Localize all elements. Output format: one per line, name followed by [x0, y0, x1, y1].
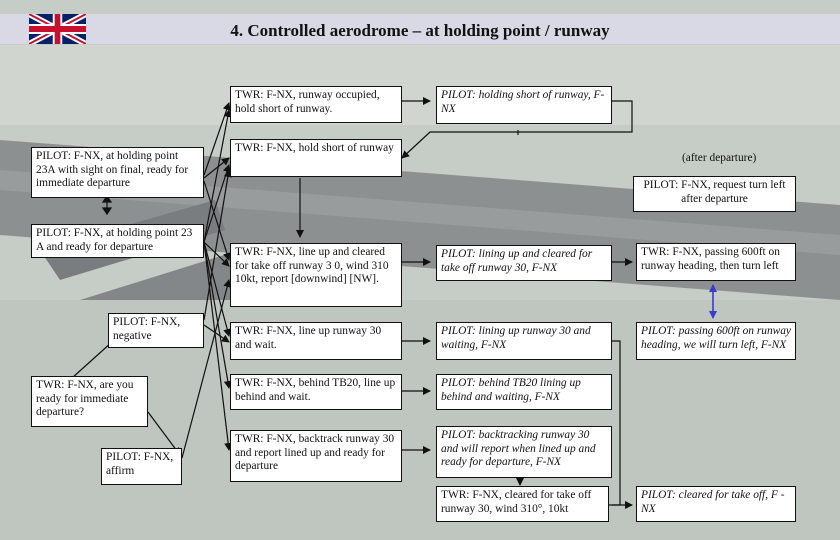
twr-hold-short-box: TWR: F-NX, hold short of runway — [230, 139, 402, 177]
uk-flag-icon — [29, 14, 86, 44]
twr-runway-occupied-box: TWR: F-NX, runway occupied, hold short o… — [230, 86, 402, 123]
twr-line-up-wait-box: TWR: F-NX, line up runway 30 and wait. — [230, 322, 402, 360]
twr-passing-600-box: TWR: F-NX, passing 600ft on runway headi… — [636, 243, 796, 281]
twr-behind-tb20-box: TWR: F-NX, behind TB20, line up behind a… — [230, 374, 402, 410]
twr-line-up-cleared-box: TWR: F-NX, line up and cleared for take … — [230, 243, 402, 307]
twr-cleared-takeoff-box: TWR: F-NX, cleared for take off runway 3… — [436, 486, 609, 522]
after-departure-label: (after departure) — [682, 152, 757, 164]
pilot-holding-short-box: PILOT: holding short of runway, F-NX — [436, 86, 612, 124]
pilot-backtracking-box: PILOT: backtracking runway 30 and will r… — [436, 426, 612, 478]
page-title: 4. Controlled aerodrome – at holding poi… — [230, 21, 610, 40]
title-bar — [0, 14, 840, 44]
twr-are-you-ready-box: TWR: F-NX, are you ready for immediate d… — [31, 376, 148, 427]
twr-backtrack-box: TWR: F-NX, backtrack runway 30 and repor… — [230, 430, 402, 482]
pilot-behind-tb20-box: PILOT: behind TB20 lining up behind and … — [436, 374, 612, 410]
pilot-lining-up-waiting-box: PILOT: lining up runway 30 and waiting, … — [436, 322, 612, 360]
pilot-passing-600-box: PILOT: passing 600ft on runway heading, … — [636, 322, 796, 360]
pilot-request-turn-left-box: PILOT: F-NX, request turn left after dep… — [633, 176, 796, 212]
pilot-negative-box: PILOT: F-NX, negative — [108, 313, 204, 348]
pilot-holding-ready-box: PILOT: F-NX, at holding point 23 A and r… — [31, 224, 204, 258]
pilot-holding-sight-box: PILOT: F-NX, at holding point 23A with s… — [31, 147, 204, 198]
pilot-cleared-takeoff-box: PILOT: cleared for take off, F -NX — [636, 486, 796, 522]
pilot-lining-up-cleared-box: PILOT: lining up and cleared for take of… — [436, 245, 612, 281]
pilot-affirm-box: PILOT: F-NX, affirm — [101, 448, 182, 485]
